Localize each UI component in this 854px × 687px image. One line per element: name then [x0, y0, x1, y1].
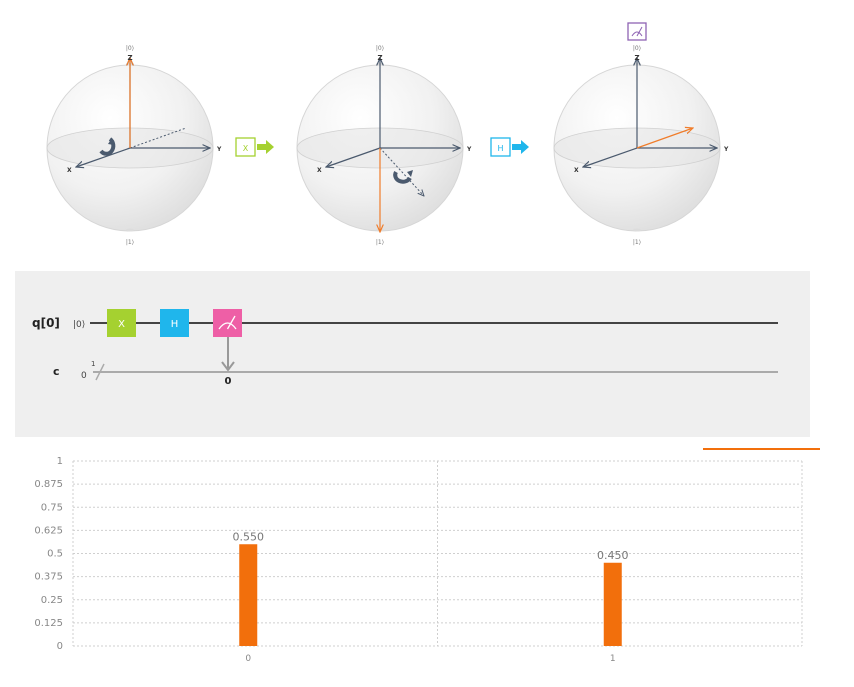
ket-top: |0⟩ — [376, 45, 384, 52]
x-tick-label: 0 — [245, 654, 251, 664]
circuit-diagram: q[0] |0⟩ c 0 1 X H 0 — [32, 309, 778, 387]
ket-top: |0⟩ — [126, 45, 134, 52]
circuit-panel: q[0] |0⟩ c 0 1 X H 0 — [15, 271, 810, 437]
y-tick-label: 0.875 — [34, 479, 63, 490]
svg-text:H: H — [171, 319, 179, 330]
x-label: X — [317, 167, 322, 174]
x-gate[interactable]: X — [107, 309, 136, 337]
y-tick-label: 0.125 — [34, 618, 63, 629]
x-tick-label: 1 — [610, 654, 616, 664]
y-tick-label: 0.625 — [34, 525, 63, 536]
svg-text:H: H — [497, 144, 503, 153]
classical-label: c — [53, 365, 60, 378]
svg-text:X: X — [118, 319, 125, 330]
measure-target-bit: 0 — [225, 376, 232, 387]
probability-histogram: 1 0.875 0.75 0.625 0.5 0.375 0.25 0.125 0 0.550 0… — [34, 456, 803, 664]
z-label: Z — [377, 54, 382, 62]
y-tick-label: 1 — [57, 456, 63, 467]
h-gate[interactable]: H — [160, 309, 189, 337]
classical-width: 1 — [91, 360, 95, 368]
ket-bottom: |1⟩ — [376, 239, 384, 246]
qubit-label: q[0] — [32, 316, 60, 330]
y-label: Y — [216, 146, 222, 153]
bar-1 — [603, 562, 622, 646]
y-tick-label: 0 — [57, 641, 63, 652]
rotation-indicator-icon — [99, 137, 116, 156]
ket-top: |0⟩ — [633, 45, 641, 52]
svg-text:X: X — [243, 144, 249, 153]
z-label: Z — [634, 54, 639, 62]
measure-arrowhead — [221, 361, 235, 372]
x-axis — [583, 147, 638, 167]
h-gate-arrow-icon: H — [490, 137, 529, 157]
y-label: Y — [723, 146, 729, 153]
z-label: Z — [127, 54, 132, 62]
classical-init: 0 — [81, 371, 87, 381]
meter-icon — [218, 322, 237, 330]
qubit-init: |0⟩ — [73, 320, 85, 330]
state-vector — [636, 128, 693, 149]
ket-bottom: |1⟩ — [126, 239, 134, 246]
orange-accent-line — [703, 448, 820, 450]
y-tick-label: 0.5 — [47, 549, 63, 560]
x-gate-arrow-icon: X — [235, 137, 274, 157]
x-axis — [326, 147, 381, 167]
x-axis — [76, 147, 131, 167]
x-label: X — [574, 167, 579, 174]
y-tick-label: 0.25 — [41, 595, 63, 606]
rotation-axis — [379, 147, 424, 196]
bloch-sphere-1: |0⟩ Z Y X |1⟩ — [46, 45, 222, 246]
bar-0 — [239, 544, 258, 646]
bus-slash — [95, 363, 105, 381]
measure-gate[interactable] — [213, 309, 242, 337]
y-tick-label: 0.75 — [41, 502, 63, 513]
bar-value-label: 0.550 — [233, 530, 265, 543]
ket-bottom: |1⟩ — [633, 239, 641, 246]
measure-meter-icon — [627, 22, 647, 41]
bloch-sphere-3: |0⟩ Z Y X |1⟩ — [553, 45, 729, 246]
bar-value-label: 0.450 — [597, 549, 629, 562]
y-label: Y — [466, 146, 472, 153]
y-tick-label: 0.375 — [34, 572, 63, 583]
x-label: X — [67, 167, 72, 174]
rotation-indicator-icon — [393, 170, 413, 184]
bloch-sphere-2: |0⟩ Z Y X |1⟩ — [296, 45, 472, 246]
bloch-spheres-panel: |0⟩ Z Y X |1⟩ X |0⟩ Z Y X |1⟩ H — [46, 22, 729, 246]
